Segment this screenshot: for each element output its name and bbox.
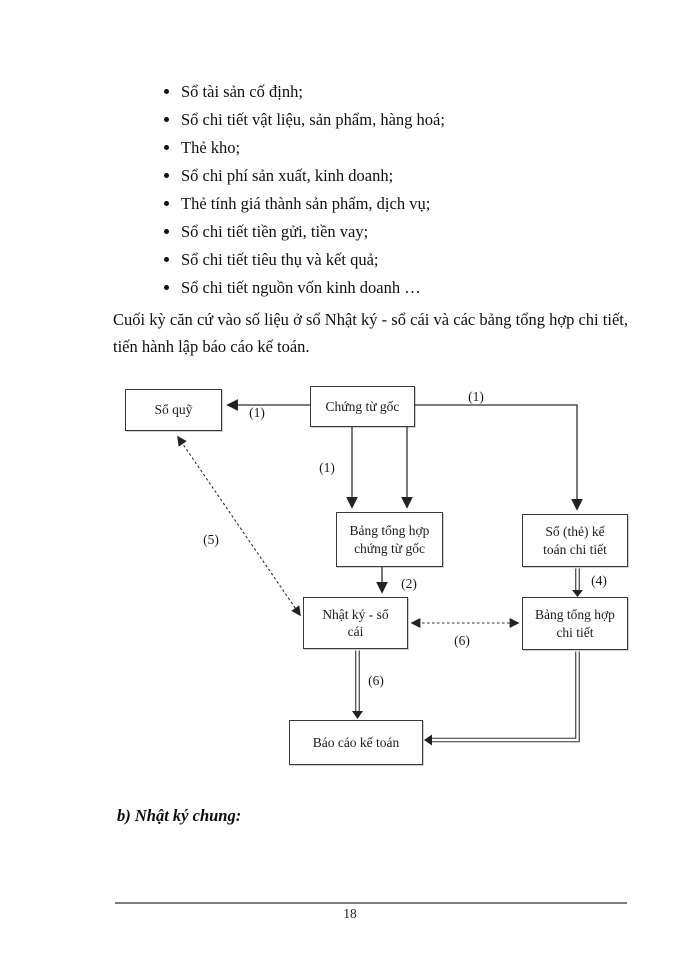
flow-box-so-quy: Sổ quỹ xyxy=(125,389,222,431)
arrowhead-down-icon xyxy=(352,711,363,719)
arrow-bangthct-to-baocao-inner xyxy=(432,651,579,742)
arrowhead-down-icon xyxy=(572,590,583,597)
flow-box-bang-tong-hop-chung-tu-goc: Bảng tổng hợp chứng từ gốc xyxy=(336,512,443,567)
flow-box-bao-cao-ke-toan: Báo cáo kế toán xyxy=(289,720,423,765)
flow-box-bang-tong-hop-chi-tiet: Bảng tổng hợp chi tiết xyxy=(522,597,628,650)
flow-box-so-the-ke-toan-chi-tiet: Sổ (thẻ) kế toán chi tiết xyxy=(522,514,628,567)
arrow-label-1-sothe: (1) xyxy=(468,389,484,404)
footer-divider xyxy=(115,902,627,904)
bullet-list: Sổ tài sản cố định; Sổ chi tiết vật liệu… xyxy=(152,82,611,306)
bullet-item: Sổ chi tiết vật liệu, sản phẩm, hàng hoá… xyxy=(181,110,611,129)
body-paragraph: Cuối kỳ căn cứ vào số liệu ở sổ Nhật ký … xyxy=(113,306,628,360)
page-number: 18 xyxy=(343,906,357,921)
flow-box-label: chứng từ gốc xyxy=(354,540,425,556)
paragraph-line: tiến hành lập báo cáo kế toán. xyxy=(113,337,310,356)
flow-box-label: Bảng tổng hợp xyxy=(349,523,430,538)
arrow-label-1-soquy: (1) xyxy=(249,405,265,420)
flow-box-label: toán chi tiết xyxy=(543,541,607,557)
bullet-item: Sổ chi tiết nguồn vốn kinh doanh … xyxy=(181,278,611,297)
arrow-label-6-mid: (6) xyxy=(454,633,470,648)
arrow-soquy-nhatky-dotted xyxy=(177,435,301,617)
accounting-flow-diagram: Sổ quỹ Chứng từ gốc Bảng tổng hợp chứng … xyxy=(0,380,700,780)
flow-box-label: Sổ quỹ xyxy=(154,402,193,418)
arrow-label-4: (4) xyxy=(591,573,607,588)
arrow-label-2: (2) xyxy=(401,576,417,591)
flow-box-nhat-ky-so-cai: Nhật ký - sổ cái xyxy=(303,597,408,649)
bullet-item: Thẻ kho; xyxy=(181,138,611,157)
paragraph-line: Cuối kỳ căn cứ vào số liệu ở sổ Nhật ký … xyxy=(113,310,628,329)
flow-box-label: chi tiết xyxy=(556,624,594,640)
flow-box-label: Báo cáo kế toán xyxy=(312,734,400,750)
flow-box-label: Sổ (thẻ) kế xyxy=(545,524,605,539)
arrow-label-1-bangthctg: (1) xyxy=(319,460,335,475)
flow-box-label: Nhật ký - sổ xyxy=(322,606,389,622)
bullet-item: Sổ chi tiết tiêu thụ và kết quả; xyxy=(181,250,611,269)
flow-box-label: Bảng tổng hợp xyxy=(535,607,615,622)
bullet-item: Sổ chi phí sản xuất, kinh doanh; xyxy=(181,166,611,185)
diagram-arrows-layer xyxy=(177,399,583,746)
arrow-chungtu-to-sothe xyxy=(415,404,583,511)
flow-box-chung-tu-goc: Chứng từ gốc xyxy=(310,386,415,427)
flow-box-label: Chứng từ gốc xyxy=(325,398,400,414)
arrowhead-left-icon xyxy=(424,734,432,746)
arrow-label-6-down: (6) xyxy=(368,673,384,688)
section-heading: b) Nhật ký chung: xyxy=(117,806,242,825)
arrow-bangthct-to-baocao xyxy=(432,651,580,743)
flow-box-label: cái xyxy=(347,624,364,639)
bullet-item: Sổ tài sản cố định; xyxy=(181,82,611,101)
bullet-item: Sổ chi tiết tiền gửi, tiền vay; xyxy=(181,222,611,241)
arrow-label-5: (5) xyxy=(203,532,219,547)
bullet-item: Thẻ tính giá thành sản phẩm, dịch vụ; xyxy=(181,194,611,213)
